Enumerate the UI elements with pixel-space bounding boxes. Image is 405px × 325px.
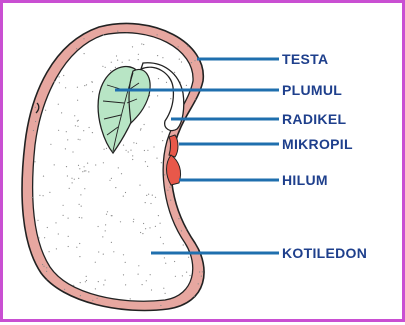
label-mikropil: MIKROPIL bbox=[282, 136, 353, 152]
micropyle-mark bbox=[169, 135, 178, 157]
label-testa: TESTA bbox=[282, 51, 328, 67]
label-radikel: RADIKEL bbox=[282, 111, 346, 127]
label-kotiledon: KOTILEDON bbox=[282, 245, 367, 261]
label-plumul: PLUMUL bbox=[282, 82, 342, 98]
hilum-mark bbox=[167, 155, 181, 185]
seed-diagram: TESTA PLUMUL RADIKEL MIKROPIL HILUM KOTI… bbox=[3, 3, 405, 325]
label-hilum: HILUM bbox=[282, 172, 328, 188]
